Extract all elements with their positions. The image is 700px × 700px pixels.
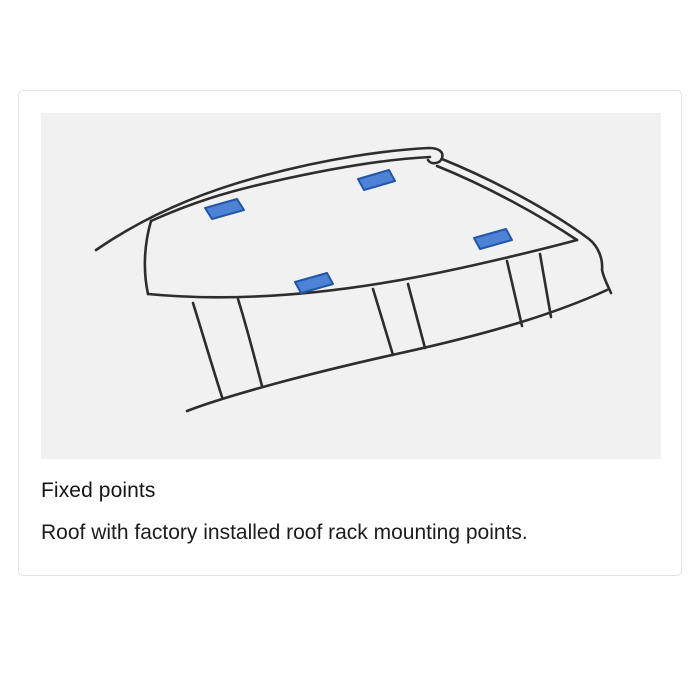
beltline [185, 288, 609, 413]
c-pillar-front-line [505, 259, 524, 328]
feature-title: Fixed points [41, 479, 156, 502]
c-pillar-rear-line [538, 252, 553, 319]
roof-rear-edge [149, 155, 432, 223]
illustration-panel [41, 113, 661, 459]
mount-point-rear-right [357, 169, 396, 191]
mount-point-front-left [294, 272, 334, 294]
feature-description: Roof with factory installed roof rack mo… [41, 521, 528, 544]
b-pillar-rear-line [406, 282, 427, 350]
illustration-background [41, 113, 661, 459]
a-pillar-rear-line [236, 297, 264, 388]
roof-left-edge [143, 219, 153, 296]
roof-right-edge-inner [435, 164, 579, 242]
car-roof-line-art [94, 146, 613, 413]
mounting-points [204, 169, 513, 294]
b-pillar-front-line [371, 287, 395, 357]
left-rail-outer-line [94, 146, 431, 252]
mount-point-front-right [473, 228, 513, 250]
roof-front-edge [146, 238, 579, 299]
car-roof-illustration [41, 113, 661, 459]
product-feature-card: Fixed points Roof with factory installed… [18, 90, 682, 576]
mount-point-rear-left [204, 198, 245, 220]
a-pillar-front-line [191, 301, 224, 399]
roof-right-edge-outer [440, 157, 613, 295]
